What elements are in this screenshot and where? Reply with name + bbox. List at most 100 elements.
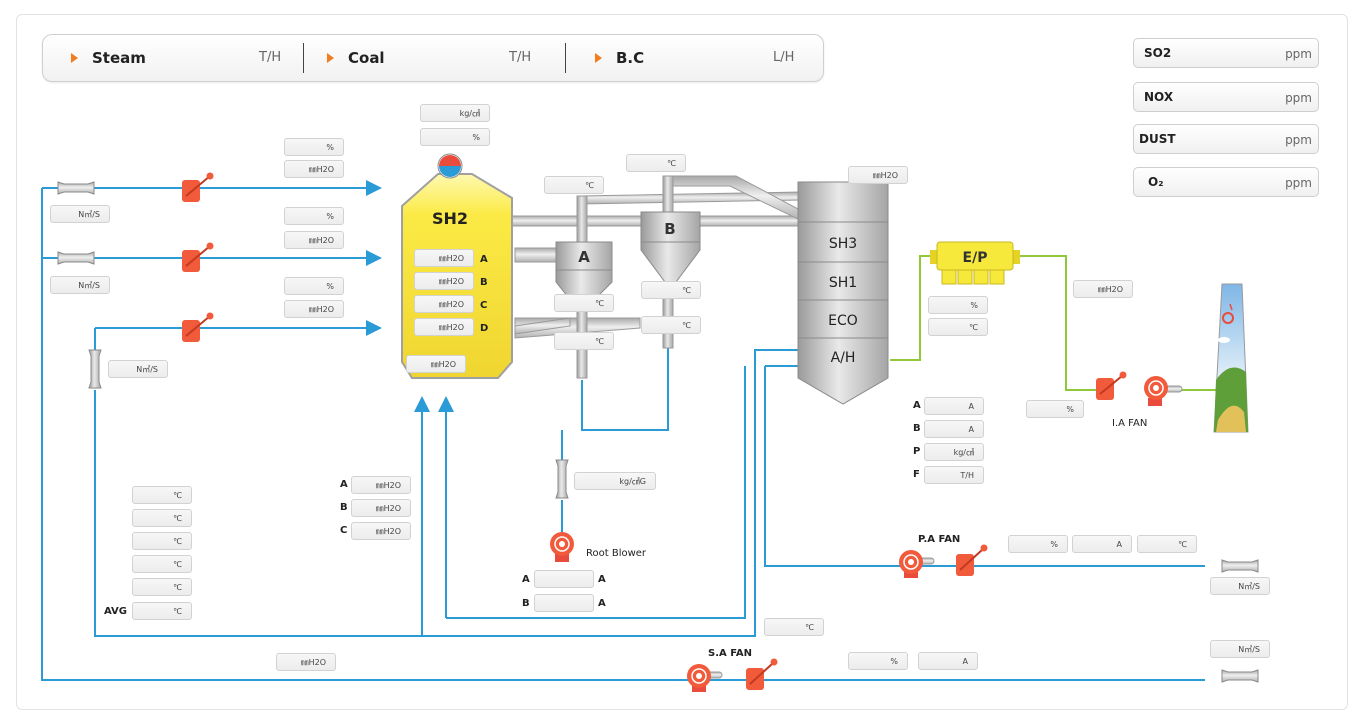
wind-box-a-readout: ㎜H2O bbox=[351, 476, 411, 494]
label-b: B bbox=[913, 423, 921, 434]
o2-label: O₂ bbox=[1148, 175, 1164, 189]
root-blower-amp-a bbox=[534, 570, 594, 588]
stack-press-readout: ㎜H2O bbox=[1073, 280, 1133, 298]
drum-pressure-readout: kg/㎠ bbox=[420, 104, 490, 122]
ia-fan-label: I.A FAN bbox=[1112, 418, 1147, 429]
sa-fan-amp-readout: A bbox=[918, 652, 978, 670]
sa-press-readout: ㎜H2O bbox=[276, 653, 336, 671]
pa-fan-amp-readout: A bbox=[1072, 535, 1132, 553]
arrow-right-icon bbox=[71, 53, 78, 63]
mill-b-temp2: ℃ bbox=[641, 316, 701, 334]
root-blower-a-unit: A bbox=[598, 574, 606, 585]
mill-a-temp2: ℃ bbox=[554, 332, 614, 350]
so2-unit: ppm bbox=[1285, 47, 1312, 61]
ia-fan-press: kg/㎠ bbox=[924, 443, 984, 461]
sa-fan-icon bbox=[687, 664, 723, 692]
so2-label: SO2 bbox=[1144, 46, 1172, 60]
divider bbox=[303, 43, 304, 73]
burner-b-readout: ㎜H2O bbox=[414, 272, 474, 290]
nox-readout: NOX ppm bbox=[1133, 82, 1319, 112]
mill-b: B bbox=[640, 211, 701, 283]
sa-flow-readout: N㎥/S bbox=[1210, 640, 1270, 658]
steam-label: Steam bbox=[92, 49, 146, 67]
dust-label: DUST bbox=[1139, 132, 1176, 146]
air-lines bbox=[41, 180, 1205, 681]
label-a: A bbox=[340, 479, 348, 490]
ia-fan-icon bbox=[1144, 376, 1183, 406]
root-blower-b-label: B bbox=[522, 598, 530, 609]
mill-b-outlet-temp: ℃ bbox=[626, 154, 686, 172]
boiler-row-c: C bbox=[480, 300, 487, 311]
wind-box-b-readout: ㎜H2O bbox=[351, 499, 411, 517]
damper2-pct-readout: % bbox=[284, 207, 344, 225]
flow3-readout: N㎥/S bbox=[108, 360, 168, 378]
root-blower-press-readout: kg/㎠G bbox=[574, 472, 656, 490]
temp-1-readout: ℃ bbox=[132, 486, 192, 504]
label-p: P bbox=[913, 446, 921, 457]
o2-readout: O₂ ppm bbox=[1133, 167, 1319, 197]
sh3-press-readout: ㎜H2O bbox=[848, 166, 908, 184]
damper-icon bbox=[182, 172, 214, 202]
damper-icon bbox=[182, 312, 214, 342]
drum-level-readout: % bbox=[420, 128, 490, 146]
economizer-tower: SH3 SH1 ECO A/H bbox=[797, 181, 889, 405]
ia-fan-pct-readout: % bbox=[1026, 400, 1084, 418]
chimney-stack bbox=[1213, 283, 1249, 433]
o2-unit: ppm bbox=[1285, 176, 1312, 190]
diagram-frame bbox=[16, 14, 1348, 710]
flow1-readout: N㎥/S bbox=[50, 205, 110, 223]
sa-fan-damper-icon bbox=[746, 658, 778, 690]
dust-unit: ppm bbox=[1285, 133, 1312, 147]
bc-item: B.C bbox=[595, 35, 644, 81]
duct-network bbox=[499, 175, 801, 379]
bc-unit: L/H bbox=[773, 50, 795, 65]
flow-meter-icon bbox=[57, 181, 95, 195]
ep-pct-readout: % bbox=[928, 296, 988, 314]
root-blower-b-unit: A bbox=[598, 598, 606, 609]
pa-fan-icon bbox=[899, 550, 935, 578]
root-blower-a-label: A bbox=[522, 574, 530, 585]
burner-c-readout: ㎜H2O bbox=[414, 295, 474, 313]
flow-meter-icon bbox=[1221, 559, 1259, 573]
dust-readout: DUST ppm bbox=[1133, 124, 1319, 154]
flow-meter-icon bbox=[57, 251, 95, 265]
root-blower-amp-b bbox=[534, 594, 594, 612]
temp-avg-readout: ℃ bbox=[132, 602, 192, 620]
damper3-press-readout: ㎜H2O bbox=[284, 300, 344, 318]
sa-fan-pct-readout: % bbox=[848, 652, 908, 670]
coal-item: Coal bbox=[327, 35, 385, 81]
boiler-row-a: A bbox=[480, 254, 488, 265]
ia-fan-amp-b: A bbox=[924, 420, 984, 438]
sh1-label: SH1 bbox=[829, 275, 857, 291]
nox-unit: ppm bbox=[1285, 91, 1312, 105]
damper2-press-readout: ㎜H2O bbox=[284, 231, 344, 249]
electrostatic-precipitator: E/P bbox=[930, 241, 1020, 285]
bc-label: B.C bbox=[616, 49, 645, 67]
drum-level-icon bbox=[437, 153, 463, 179]
temp-2-readout: ℃ bbox=[132, 509, 192, 527]
so2-readout: SO2 ppm bbox=[1133, 38, 1319, 68]
sa-fan-label: S.A FAN bbox=[708, 648, 752, 659]
mill-a-temp1: ℃ bbox=[554, 294, 614, 312]
furnace-press-readout: ㎜H2O bbox=[406, 355, 466, 373]
mill-b-temp1: ℃ bbox=[641, 281, 701, 299]
wind-box-c-readout: ㎜H2O bbox=[351, 522, 411, 540]
mill-a-label: A bbox=[578, 248, 590, 266]
coal-label: Coal bbox=[348, 49, 385, 67]
label-b: B bbox=[340, 502, 348, 513]
boiler-row-b: B bbox=[480, 277, 488, 288]
flow-summary-bar: Steam T/H Coal T/H B.C L/H bbox=[42, 34, 824, 82]
root-blower-icon bbox=[550, 532, 574, 562]
mill-a: A bbox=[555, 241, 613, 303]
sh3-label: SH3 bbox=[829, 236, 857, 252]
ah-label: A/H bbox=[831, 350, 856, 366]
flow-meter-icon bbox=[555, 459, 569, 499]
steam-unit: T/H bbox=[259, 50, 282, 65]
nox-label: NOX bbox=[1144, 90, 1174, 104]
damper1-pct-readout: % bbox=[284, 138, 344, 156]
pa-fan-damper-icon bbox=[956, 544, 988, 576]
ia-fan-damper-icon bbox=[1096, 371, 1127, 400]
divider bbox=[565, 43, 566, 73]
pa-fan-temp-readout: ℃ bbox=[1137, 535, 1197, 553]
